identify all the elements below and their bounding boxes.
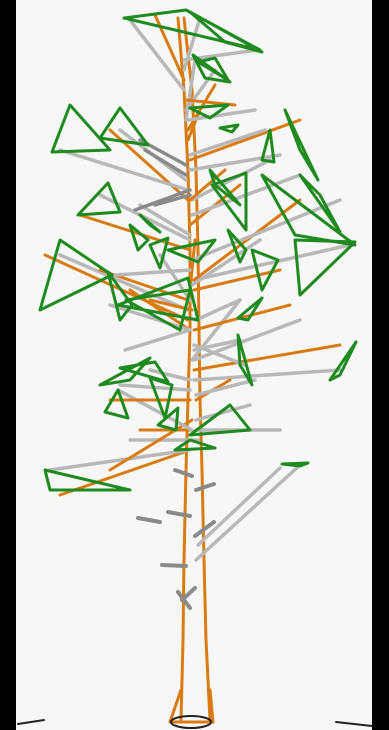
leaf	[78, 183, 120, 215]
leaf	[252, 250, 278, 290]
leaf	[282, 463, 308, 466]
trunk-edge	[186, 400, 188, 470]
branch-stub	[162, 565, 186, 566]
trunk-edge	[202, 470, 204, 560]
leaf	[130, 225, 148, 250]
branch	[196, 465, 300, 560]
branch	[125, 330, 190, 350]
branch	[135, 190, 190, 210]
leaf	[52, 105, 110, 152]
trunk-edge	[204, 560, 206, 640]
trunk-edge	[206, 640, 210, 720]
branch	[190, 130, 265, 155]
branch	[115, 270, 190, 275]
branch-stub	[196, 484, 214, 490]
leaf	[40, 240, 112, 310]
leaf	[238, 298, 262, 320]
leaf	[100, 358, 150, 385]
leaf	[295, 240, 355, 295]
leaf	[285, 110, 318, 180]
trunk-edge	[196, 170, 198, 250]
branch	[194, 345, 340, 370]
branch	[194, 370, 340, 380]
leaf	[220, 125, 238, 132]
branch-stub	[175, 470, 192, 476]
branch	[190, 120, 300, 160]
branch-stub	[138, 518, 160, 522]
trunk-edge	[181, 640, 183, 720]
trunk-edge	[199, 330, 200, 400]
branch	[198, 468, 280, 545]
branch	[118, 390, 192, 430]
leaf	[190, 12, 262, 52]
ground-edge	[18, 720, 44, 724]
leaf	[330, 342, 356, 380]
branch	[194, 345, 245, 365]
branch-stub	[168, 512, 190, 516]
branch	[50, 450, 190, 470]
ground-edge	[336, 722, 372, 726]
